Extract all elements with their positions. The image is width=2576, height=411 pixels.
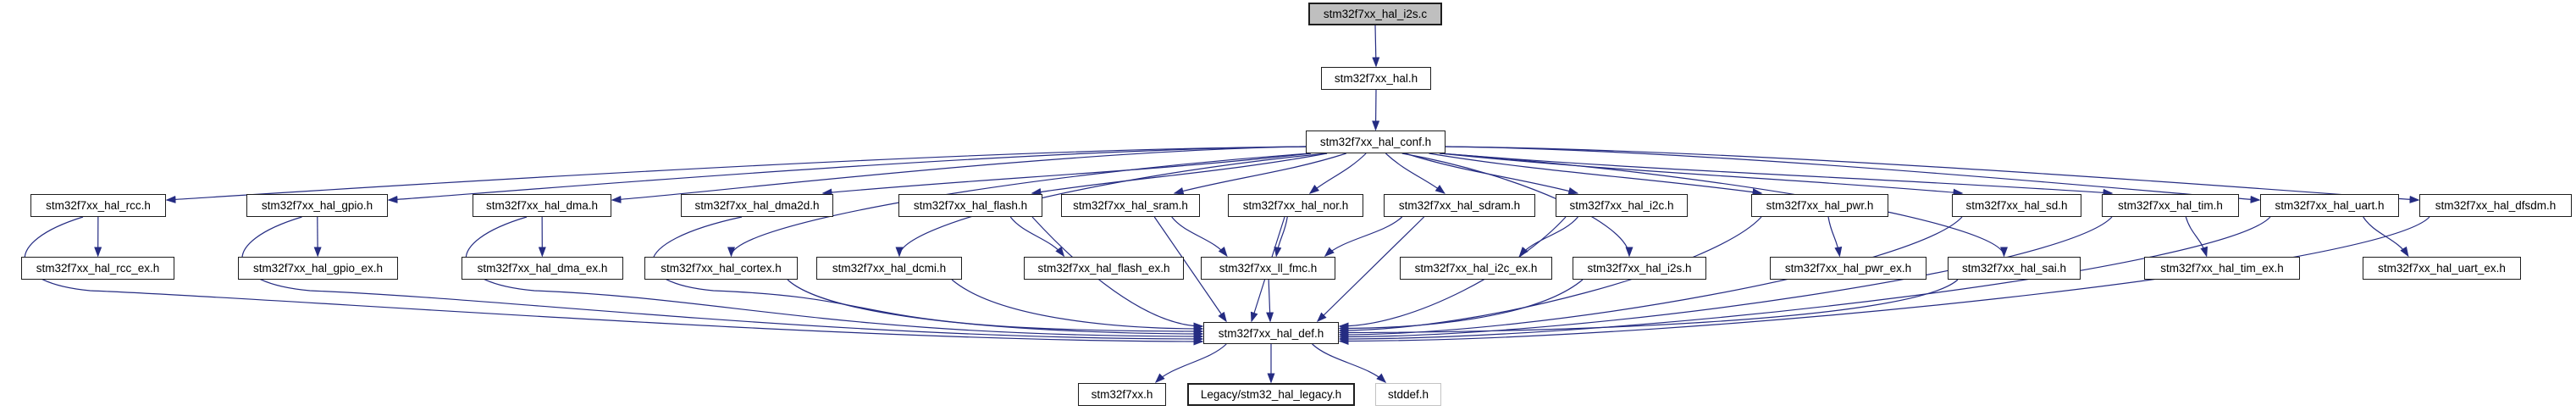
graph-node-dcmi[interactable]: stm32f7xx_hal_dcmi.h — [816, 257, 962, 280]
graph-node-flash-ex[interactable]: stm32f7xx_hal_flash_ex.h — [1024, 257, 1184, 280]
edge-i2c-to-i2c_ex — [1518, 216, 1578, 258]
edge-sd-to-def — [1338, 216, 1963, 339]
graph-node-dma[interactable]: stm32f7xx_hal_dma.h — [473, 194, 611, 217]
edge-dma-to-def — [465, 216, 1204, 341]
edge-conf-to-pwr — [1429, 153, 1763, 197]
graph-node-rcc[interactable]: stm32f7xx_hal_rcc.h — [30, 194, 166, 217]
edge-i2s_h-to-def — [1338, 279, 1584, 332]
graph-node-gpio[interactable]: stm32f7xx_hal_gpio.h — [246, 194, 388, 217]
edge-conf-to-flash — [1031, 153, 1328, 196]
graph-node-dma2d[interactable]: stm32f7xx_hal_dma2d.h — [681, 194, 833, 217]
edge-ll_fmc-to-def — [1266, 279, 1274, 323]
graph-node-sram[interactable]: stm32f7xx_hal_sram.h — [1061, 194, 1200, 217]
edge-i2s_c-to-hal — [1372, 25, 1380, 68]
edge-dcmi-to-def — [951, 279, 1204, 333]
edge-def-to-stddef — [1312, 343, 1387, 384]
edge-sai-to-def — [1338, 279, 1959, 336]
edge-def-to-f7xx — [1154, 343, 1227, 384]
graph-node-sdram[interactable]: stm32f7xx_hal_sdram.h — [1384, 194, 1535, 217]
edge-conf-to-rcc — [165, 146, 1307, 203]
edge-i2c-to-def — [1338, 216, 1567, 330]
graph-node-hal[interactable]: stm32f7xx_hal.h — [1321, 67, 1431, 90]
edge-conf-to-nor — [1308, 153, 1367, 194]
graph-node-stddef: stddef.h — [1375, 383, 1441, 406]
graph-node-sd[interactable]: stm32f7xx_hal_sd.h — [1952, 194, 2081, 217]
edge-conf-to-gpio — [387, 146, 1307, 203]
graph-node-conf[interactable]: stm32f7xx_hal_conf.h — [1306, 131, 1446, 153]
graph-node-f7xx[interactable]: stm32f7xx.h — [1078, 383, 1166, 406]
graph-node-i2s-c: stm32f7xx_hal_i2s.c — [1308, 3, 1442, 25]
graph-node-rcc-ex[interactable]: stm32f7xx_hal_rcc_ex.h — [21, 257, 174, 280]
edge-nor-to-ll_fmc — [1274, 216, 1288, 258]
edge-conf-to-dma2d — [821, 153, 1312, 197]
graph-node-i2s-h[interactable]: stm32f7xx_hal_i2s.h — [1573, 257, 1706, 280]
edge-hal-to-conf — [1372, 89, 1380, 131]
graph-node-pwr[interactable]: stm32f7xx_hal_pwr.h — [1751, 194, 1888, 217]
graph-node-def[interactable]: stm32f7xx_hal_def.h — [1203, 322, 1339, 344]
edge-conf-to-sd — [1440, 153, 1964, 197]
edge-dfsdm-to-def — [1338, 216, 2430, 345]
graph-node-gpio-ex[interactable]: stm32f7xx_hal_gpio_ex.h — [238, 257, 398, 280]
edge-tim-to-tim_ex — [2185, 216, 2208, 258]
graph-node-pwr-ex[interactable]: stm32f7xx_hal_pwr_ex.h — [1770, 257, 1926, 280]
graph-node-legacy[interactable]: Legacy/stm32_hal_legacy.h — [1187, 383, 1355, 406]
edge-conf-to-dma — [611, 146, 1307, 203]
graph-node-flash[interactable]: stm32f7xx_hal_flash.h — [898, 194, 1042, 217]
edge-sdram-to-ll_fmc — [1324, 216, 1403, 258]
edge-tim-to-def — [1338, 216, 2113, 341]
graph-node-tim[interactable]: stm32f7xx_hal_tim.h — [2102, 194, 2239, 217]
graph-node-i2c-ex[interactable]: stm32f7xx_hal_i2c_ex.h — [1400, 257, 1552, 280]
graph-node-uart[interactable]: stm32f7xx_hal_uart.h — [2260, 194, 2399, 217]
graph-node-nor[interactable]: stm32f7xx_hal_nor.h — [1228, 194, 1363, 217]
edge-sdram-to-def — [1316, 216, 1425, 323]
edge-pwr-to-pwr_ex — [1827, 216, 1843, 258]
graph-node-sai[interactable]: stm32f7xx_hal_sai.h — [1948, 257, 2081, 280]
graph-node-dma-ex[interactable]: stm32f7xx_hal_dma_ex.h — [462, 257, 623, 280]
edge-conf-to-uart — [1445, 146, 2261, 203]
edge-cortex-to-def — [787, 279, 1204, 338]
edge-conf-to-sdram — [1385, 153, 1446, 194]
edge-sram-to-def — [1153, 216, 1227, 323]
graph-node-cortex[interactable]: stm32f7xx_hal_cortex.h — [644, 257, 798, 280]
graph-node-dfsdm[interactable]: stm32f7xx_hal_dfsdm.h — [2419, 194, 2572, 217]
edge-conf-to-tim — [1440, 153, 2114, 197]
graph-node-ll-fmc[interactable]: stm32f7xx_ll_fmc.h — [1201, 257, 1335, 280]
edge-flash-to-flash_ex — [1009, 216, 1065, 258]
edge-flash-to-def — [1031, 216, 1204, 330]
graph-node-uart-ex[interactable]: stm32f7xx_hal_uart_ex.h — [2363, 257, 2521, 280]
edge-sram-to-ll_fmc — [1171, 216, 1228, 258]
edge-uart-to-def — [1338, 216, 2271, 343]
edge-pwr-to-def — [1338, 216, 1762, 335]
edge-conf-to-sram — [1173, 153, 1346, 195]
graph-node-i2c[interactable]: stm32f7xx_hal_i2c.h — [1556, 194, 1688, 217]
graph-node-tim-ex[interactable]: stm32f7xx_hal_tim_ex.h — [2144, 257, 2300, 280]
